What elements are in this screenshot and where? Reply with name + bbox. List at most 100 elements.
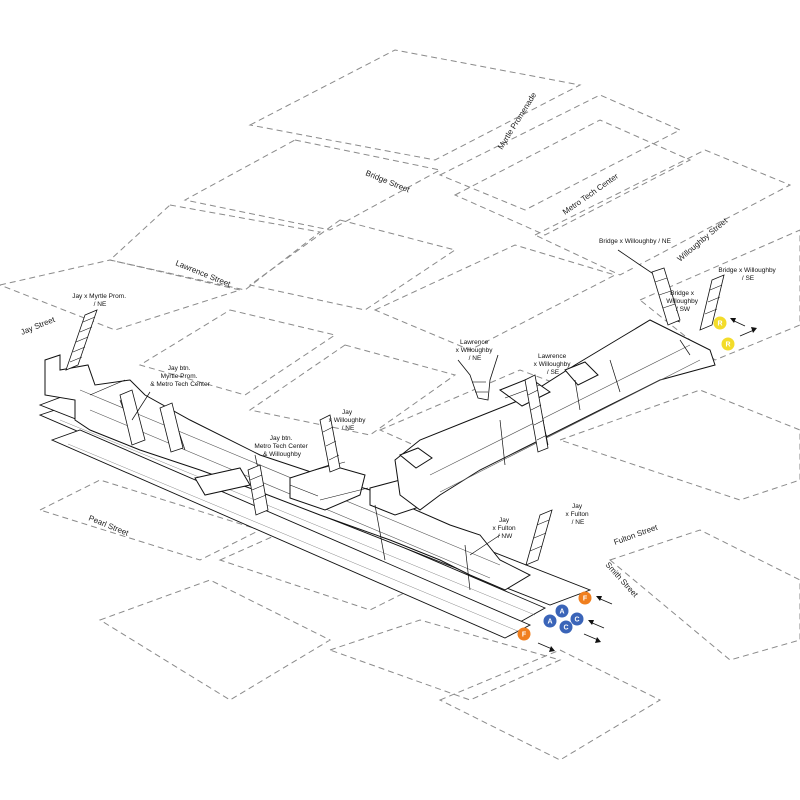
- svg-text:F: F: [522, 632, 527, 639]
- stair-jay-myrtle-metrotech: [119, 389, 184, 453]
- city-block: [248, 219, 457, 311]
- svg-text:R: R: [725, 342, 730, 349]
- city-block: [558, 389, 800, 501]
- entrance-label-jay-fulton-nw: Jay x Fulton / NW: [493, 517, 518, 540]
- hatched-edge: [89, 379, 126, 396]
- street-label-metro-tech-center: Metro Tech Center: [561, 171, 620, 216]
- entrance-label-lawrence-willoughby-ne: Lawrence x Willoughby / NE: [456, 339, 495, 362]
- city-block: [608, 529, 800, 661]
- willoughby-edge: [429, 344, 691, 476]
- stair-jay-fulton-ne: [525, 509, 553, 566]
- city-block: [108, 204, 322, 291]
- entrance-label-jay-myrtle-metrotech: Jay btn. Myrtle Prom. & Metro Tech Cente…: [150, 365, 210, 388]
- city-block: [98, 579, 332, 701]
- street-label-lawrence-street: Lawrence Street: [174, 259, 232, 289]
- willoughby-node: [498, 377, 551, 407]
- city-block: [453, 119, 692, 236]
- entrance-label-jay-metrotech-willoughby: Jay btn. Metro Tech Center & Willoughby: [254, 435, 309, 458]
- street-label-fulton-street: Fulton Street: [613, 522, 660, 546]
- arrow-right-icon: [583, 633, 599, 641]
- city-block: [138, 309, 337, 396]
- stair: [524, 374, 549, 453]
- svg-text:A: A: [547, 619, 552, 626]
- city-block: [533, 149, 792, 276]
- entrance-label-jay-fulton-ne: Jay x Fulton / NE: [566, 503, 591, 526]
- c-line-bullet-top: C: [570, 612, 584, 626]
- street-label-pearl-street: Pearl Street: [87, 514, 130, 538]
- stair-lawrence-willoughby-se: [524, 374, 549, 453]
- city-block: [328, 619, 562, 701]
- a-line-bullet-top: A: [555, 604, 569, 618]
- stair-entrances: [65, 249, 725, 566]
- route-bullets: R R F F A A: [517, 316, 757, 652]
- f-line-bullet-top: F: [578, 591, 592, 605]
- city-block: [373, 244, 617, 351]
- c-line-bullet: [570, 612, 584, 626]
- stair-jay-metrotech-willoughby: [247, 464, 269, 516]
- city-block: [378, 369, 602, 471]
- r-line-bullet-bottom: R: [721, 337, 735, 351]
- city-block: [438, 94, 682, 211]
- svg-text:F: F: [583, 596, 588, 603]
- city-block: [183, 139, 442, 231]
- a-line-bullet: [543, 614, 557, 628]
- mezzanine-passage: [194, 467, 251, 496]
- street-label-myrtle-promenade: Myrtle Promenade: [496, 90, 539, 151]
- street-label-jay-street: Jay Street: [19, 315, 56, 337]
- street-label-bridge-street: Bridge Street: [364, 169, 411, 195]
- stair: [159, 402, 184, 453]
- arrow-right-icon: [537, 642, 553, 650]
- lower-platform-slab: [50, 429, 532, 639]
- svg-text:A: A: [559, 609, 564, 616]
- willoughby-node: [399, 447, 433, 469]
- stair: [651, 267, 681, 326]
- hatched-edge: [289, 484, 319, 497]
- entrance-label-bridge-willoughby-sw: Bridge x Willoughby / SW: [666, 290, 700, 313]
- entrance-label-bridge-willoughby-ne: Bridge x Willoughby / NE: [599, 238, 672, 245]
- stair: [699, 274, 725, 331]
- c-line-bullet-bottom: C: [559, 620, 573, 634]
- track-line: [59, 419, 536, 616]
- arrow-right-icon: [739, 329, 755, 337]
- entrance-label-jay-willoughby-ne: Jay x Willoughby / NE: [329, 409, 368, 432]
- stair: [119, 389, 146, 446]
- stair-bridge-willoughby-ne: [617, 249, 681, 326]
- stair: [319, 414, 341, 473]
- stair-lawrence-willoughby-ne: [457, 354, 499, 401]
- stair-shaft: [574, 379, 581, 411]
- r-line-bullet: [713, 316, 727, 330]
- stair-bridge-willoughby-se: [699, 274, 725, 331]
- f-line-bullet: [578, 591, 592, 605]
- hatched-edge: [319, 487, 369, 501]
- svg-text:C: C: [574, 617, 579, 624]
- f-line-bullet: [517, 627, 531, 641]
- stair: [525, 509, 553, 566]
- entrance-label-lawrence-willoughby-se: Lawrence x Willoughby / SE: [534, 353, 573, 376]
- r-line-bullet-top: R: [713, 316, 727, 330]
- acf-direction-arrows: [537, 596, 613, 652]
- svg-text:C: C: [563, 625, 568, 632]
- stair: [457, 354, 499, 401]
- stair-jay-willoughby-ne: [319, 414, 341, 473]
- f-line-bullet-bottom: F: [517, 627, 531, 641]
- a-line-bullet-bottom: A: [543, 614, 557, 628]
- willoughby-mezzanine-floor: [394, 319, 716, 511]
- stair-jay-myrtle-ne: [65, 309, 98, 371]
- entrance-labels: Jay x Myrtle Prom. / NE Jay btn. Myrtle …: [72, 238, 777, 540]
- stair-shaft: [609, 359, 621, 393]
- svg-text:R: R: [717, 321, 722, 328]
- a-line-bullet: [555, 604, 569, 618]
- stair-shaft: [464, 544, 471, 591]
- r-line-bullet: [721, 337, 735, 351]
- entrance-label-jay-myrtle-ne: Jay x Myrtle Prom. / NE: [72, 293, 128, 308]
- city-block: [248, 49, 582, 161]
- stair-shaft: [374, 504, 386, 561]
- stair: [247, 464, 269, 516]
- track-line: [67, 443, 521, 633]
- street-label-willoughby-street: Willoughby Street: [676, 216, 730, 264]
- stair-shaft: [499, 419, 506, 466]
- stair-jay-fulton-nw: [469, 534, 501, 556]
- entrance-label-bridge-willoughby-se: Bridge x Willoughby / SE: [718, 267, 777, 282]
